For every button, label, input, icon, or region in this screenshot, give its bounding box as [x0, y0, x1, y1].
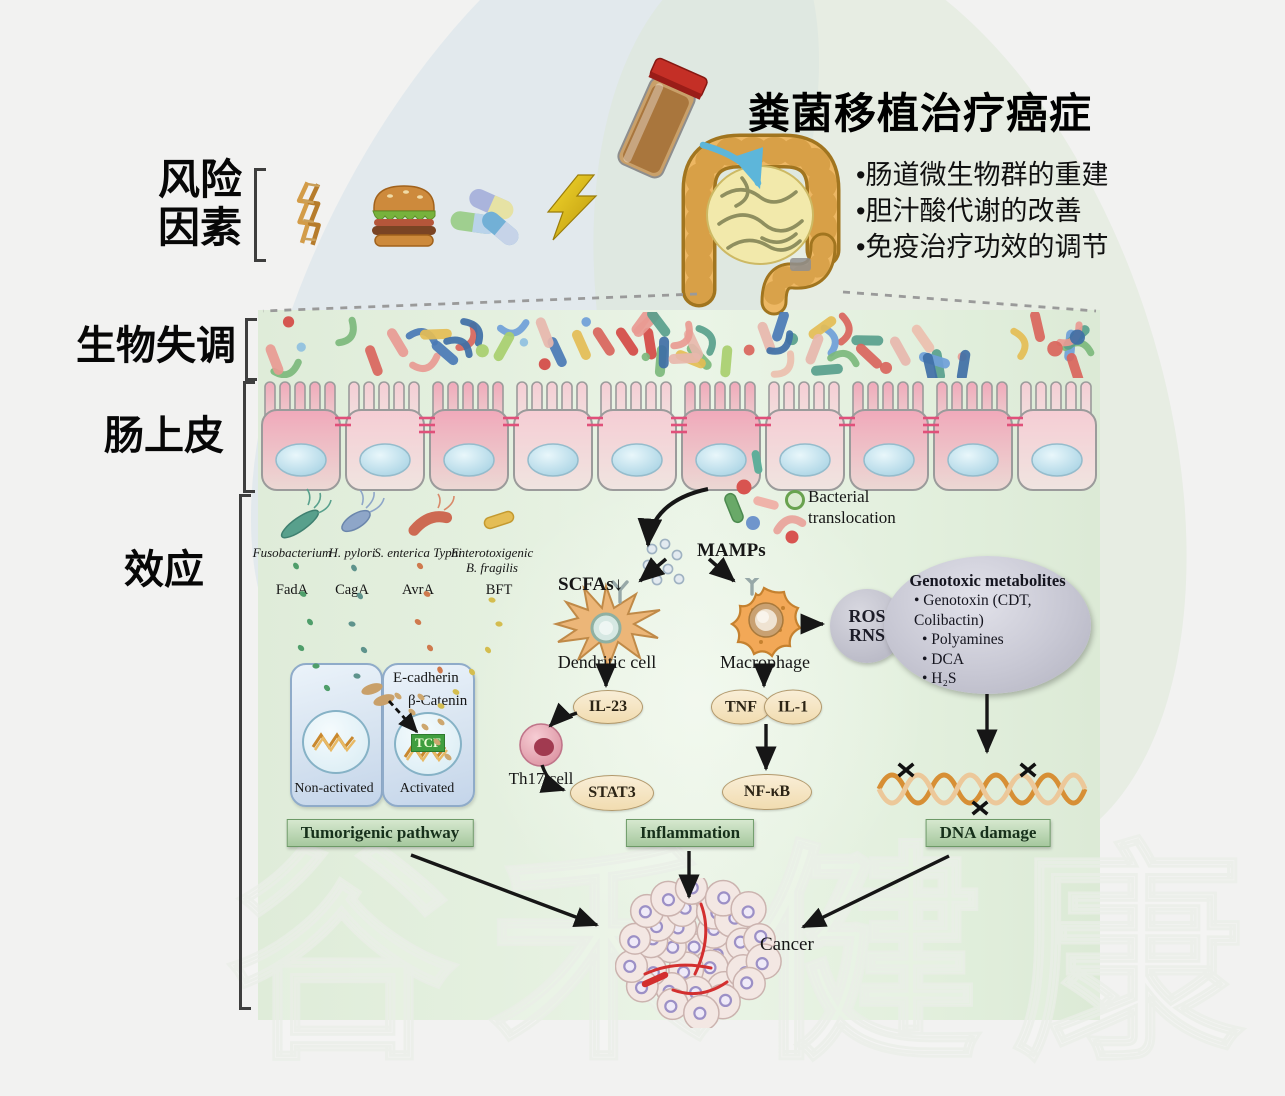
genotoxic-metabolites-node: Genotoxic metabolites • Genotoxin (CDT, …	[884, 556, 1091, 694]
stat3-chip: STAT3	[570, 775, 654, 811]
il1-chip: IL-1	[764, 689, 822, 725]
pathogen-toxin: BFT	[485, 582, 513, 598]
e-cadherin-label: E-cadherin	[393, 670, 459, 686]
il23-chip: IL-23	[573, 690, 643, 724]
benefit-bullet: •免疫治疗功效的调节	[856, 232, 1109, 262]
tumorigenic-pathway-box: Tumorigenic pathway	[286, 819, 474, 847]
macrophage-icon	[729, 578, 802, 658]
macrophage-label: Macrophage	[720, 652, 810, 672]
fecal-sample-jar	[617, 57, 708, 179]
dna-risk-icon	[296, 181, 321, 246]
risk-label-line2: 因素	[157, 204, 242, 251]
dendritic-cell-label: Dendritic cell	[557, 652, 657, 672]
epithelium-label: 肠上皮	[104, 414, 224, 458]
dendritic-cell-icon	[552, 580, 661, 672]
cancer-label: Cancer	[760, 934, 814, 955]
benefit-bullet: •胆汁酸代谢的改善	[856, 196, 1082, 226]
dna-damage-box: DNA damage	[925, 819, 1051, 847]
dysbiosis-bacteria-layer	[265, 312, 1095, 378]
activated-label: Activated	[399, 781, 455, 796]
genotoxic-item: • DCA	[922, 650, 965, 668]
hamburger-icon	[372, 185, 436, 247]
cancer-tumor-illustration	[615, 878, 782, 1028]
pathogen-toxin: FadA	[275, 582, 309, 598]
pathogen-name: H. pylori	[328, 545, 376, 560]
pathogen-toxin: AvrA	[402, 582, 434, 598]
beta-catenin-label: β-Catenin	[408, 693, 468, 709]
scfas-label: SCFAs↓	[558, 574, 624, 595]
genotoxic-item: • H₂S	[922, 670, 957, 687]
pathogen-name: Enterotoxigenic B. fragilis	[450, 545, 534, 575]
risk-bracket	[254, 168, 266, 262]
epithelium-cells	[261, 381, 1097, 491]
risk-label-line1: 风险	[157, 156, 242, 203]
pathogen-name: Fusobacterium	[252, 545, 332, 560]
effects-bracket	[239, 494, 251, 1010]
dysbiosis-label: 生物失调	[76, 324, 236, 368]
bacterial-translocation-label: Bacterial translocation	[808, 487, 896, 527]
th17-cell-icon	[519, 723, 563, 767]
inflammation-box: Inflammation	[625, 819, 755, 847]
intestine-illustration	[681, 133, 841, 316]
pills-icon	[450, 189, 519, 246]
pathogen-toxin: CagA	[335, 582, 369, 598]
dysbiosis-bracket	[245, 318, 257, 381]
lightning-icon	[546, 174, 598, 241]
damaged-dna-icon	[876, 762, 1088, 816]
tcf-label: TCF	[411, 734, 445, 752]
risk-factors-label: 风险 因素	[148, 156, 252, 252]
effects-label: 效应	[124, 548, 204, 592]
mamps-label: MAMPs	[697, 540, 766, 561]
page-title: 粪菌移植治疗癌症	[748, 90, 1093, 137]
rns-text: RNS	[848, 625, 885, 645]
non-activated-label: Non-activated	[294, 781, 374, 796]
genotoxic-item: • Genotoxin (CDT, Colibactin)	[914, 592, 1032, 629]
genotoxic-title: Genotoxic metabolites	[909, 571, 1066, 590]
tnf-chip: TNF	[711, 689, 771, 725]
epithelium-bracket	[243, 381, 255, 493]
ros-text: ROS	[848, 606, 886, 626]
nfkb-chip: NF-κB	[722, 774, 812, 810]
genotoxic-item: • Polyamines	[922, 631, 1004, 648]
dna-squiggle	[311, 732, 356, 753]
th17-cell-label: Th17 cell	[508, 769, 574, 788]
benefit-bullet: •肠道微生物群的重建	[856, 160, 1109, 190]
pathogen-name: S. enterica Typhi	[374, 545, 462, 560]
